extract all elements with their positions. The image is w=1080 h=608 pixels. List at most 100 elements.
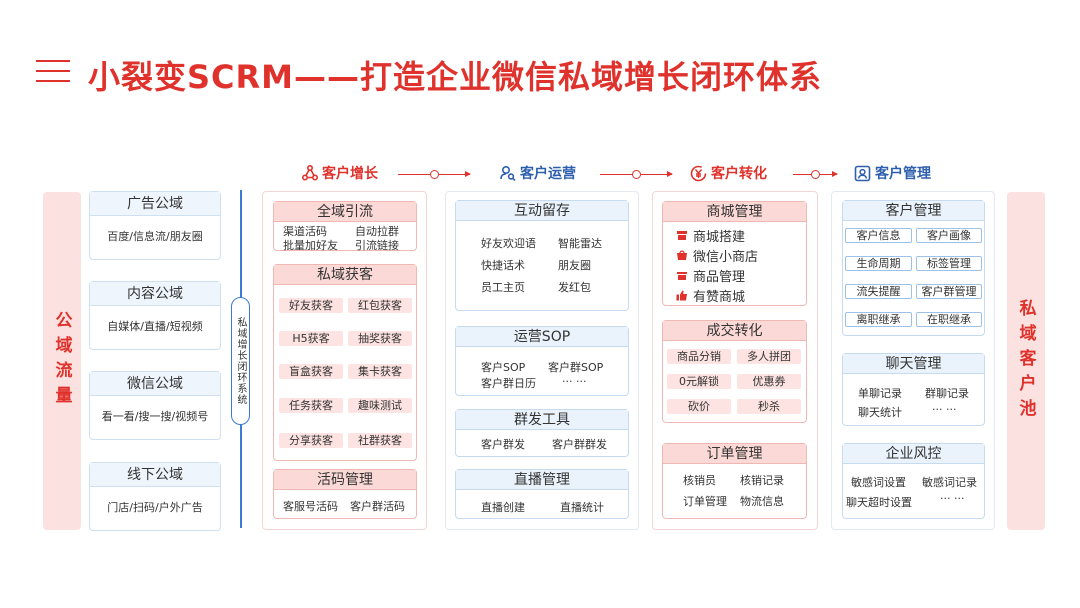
feature-item: 客户SOP bbox=[481, 361, 526, 374]
live-section: 直播管理 bbox=[455, 469, 629, 519]
feature-item: 客户群SOP bbox=[548, 361, 604, 374]
feature-tag: 秒杀 bbox=[737, 399, 801, 414]
mass-send-section: 群发工具 bbox=[455, 409, 629, 457]
shop-bag-icon bbox=[677, 250, 687, 260]
feature-tag: 客户群管理 bbox=[916, 284, 982, 299]
public-domain-offline: 线下公域 门店/扫码/户外广告 bbox=[89, 462, 221, 531]
section-title: 成交转化 bbox=[663, 321, 806, 341]
feature-item: 聊天超时设置 bbox=[846, 496, 912, 509]
menu-icon bbox=[36, 60, 70, 86]
mall-section: 商城管理 bbox=[662, 201, 807, 306]
feature-tag: 分享获客 bbox=[279, 433, 343, 448]
feature-tag: 好友获客 bbox=[279, 298, 343, 313]
feature-tag: 趣味测试 bbox=[348, 398, 412, 413]
feature-item: 引流链接 bbox=[355, 239, 399, 252]
connector bbox=[398, 170, 471, 179]
feature-tag: 在职继承 bbox=[916, 312, 982, 327]
feature-tag: 0元解锁 bbox=[667, 374, 731, 389]
yuan-cycle-icon bbox=[690, 165, 707, 181]
public-domain-head: 内容公域 bbox=[90, 282, 220, 306]
sop-section: 运营SOP bbox=[455, 326, 629, 396]
feature-item: 敏感词记录 bbox=[922, 476, 977, 489]
section-title: 企业风控 bbox=[843, 444, 984, 464]
feature-item: 客户群日历 bbox=[481, 377, 536, 390]
feature-tag: H5获客 bbox=[279, 331, 343, 346]
feature-item: 自动拉群 bbox=[355, 225, 399, 238]
feature-item: 批量加好友 bbox=[283, 239, 338, 252]
store-icon bbox=[677, 231, 687, 240]
interaction-section: 互动留存 bbox=[455, 200, 629, 311]
goods-icon bbox=[677, 272, 687, 280]
feature-tag: 集卡获客 bbox=[348, 364, 412, 379]
full-domain-section: 全域引流 bbox=[273, 201, 417, 251]
section-title: 客户管理 bbox=[843, 201, 984, 221]
private-acq-section: 私域获客 bbox=[273, 264, 417, 461]
feature-item: 员工主页 bbox=[481, 281, 525, 294]
feature-item: 订单管理 bbox=[683, 495, 727, 508]
ellipsis: ··· ··· bbox=[940, 492, 965, 505]
stage-growth: 客户增长 bbox=[302, 163, 378, 183]
section-title: 直播管理 bbox=[456, 470, 628, 490]
live-code-section: 活码管理 bbox=[273, 469, 417, 519]
section-title: 活码管理 bbox=[274, 470, 416, 490]
feature-item: 聊天统计 bbox=[858, 406, 902, 419]
chat-mgmt-section: 聊天管理 bbox=[842, 353, 985, 426]
page-title: 小裂变SCRM——打造企业微信私域增长闭环体系 bbox=[88, 58, 823, 96]
stage-management: 客户管理 bbox=[854, 163, 931, 183]
feature-item: 客户群发 bbox=[481, 438, 525, 451]
feature-tag: 商品分销 bbox=[667, 349, 731, 364]
risk-control-section: 企业风控 bbox=[842, 443, 985, 519]
public-domain-body: 自媒体/直播/短视频 bbox=[107, 320, 203, 333]
section-title: 订单管理 bbox=[663, 444, 806, 464]
feature-tag: 砍价 bbox=[667, 399, 731, 414]
public-domain-body: 门店/扫码/户外广告 bbox=[107, 501, 203, 514]
public-domain-body: 百度/信息流/朋友圈 bbox=[107, 230, 203, 243]
mall-item: 有赞商城 bbox=[676, 286, 745, 305]
section-title: 私域获客 bbox=[274, 265, 416, 285]
feature-tag: 标签管理 bbox=[916, 256, 982, 271]
public-domain-wechat: 微信公域 看一看/搜一搜/视频号 bbox=[89, 371, 221, 440]
section-title: 商城管理 bbox=[663, 202, 806, 222]
stage-operation: 客户运营 bbox=[500, 163, 576, 183]
feature-tag: 客户信息 bbox=[845, 228, 912, 243]
feature-tag: 盲盒获客 bbox=[279, 364, 343, 379]
feature-item: 渠道活码 bbox=[283, 225, 327, 238]
private-pool-bar: 私域客户池 bbox=[1007, 192, 1045, 530]
ellipsis: ··· ··· bbox=[562, 375, 587, 388]
mall-item: 商城搭建 bbox=[676, 226, 745, 245]
feature-tag: 抽奖获客 bbox=[348, 331, 412, 346]
section-title: 互动留存 bbox=[456, 201, 628, 221]
feature-item: 智能雷达 bbox=[558, 237, 602, 250]
public-domain-head: 微信公域 bbox=[90, 372, 220, 396]
public-traffic-bar: 公域流量 bbox=[43, 192, 81, 530]
user-search-icon bbox=[500, 165, 516, 181]
public-domain-content: 内容公域 自媒体/直播/短视频 bbox=[89, 281, 221, 350]
connector bbox=[600, 170, 673, 179]
feature-item: 好友欢迎语 bbox=[481, 237, 536, 250]
feature-item: 快捷话术 bbox=[481, 259, 525, 272]
closed-loop-pill: 私域增长闭环系统 bbox=[231, 297, 250, 425]
feature-tag: 生命周期 bbox=[845, 256, 912, 271]
thumbs-up-icon bbox=[676, 290, 687, 301]
feature-item: 直播统计 bbox=[560, 501, 604, 514]
feature-tag: 任务获客 bbox=[279, 398, 343, 413]
order-section: 订单管理 bbox=[662, 443, 807, 519]
public-domain-head: 线下公域 bbox=[90, 463, 220, 487]
feature-item: 客服号活码 bbox=[283, 500, 338, 513]
feature-item: 群聊记录 bbox=[925, 387, 969, 400]
feature-tag: 离职继承 bbox=[845, 312, 912, 327]
feature-item: 敏感词设置 bbox=[851, 476, 906, 489]
section-title: 全域引流 bbox=[274, 202, 416, 222]
feature-tag: 客户画像 bbox=[916, 228, 982, 243]
feature-tag: 优惠券 bbox=[737, 374, 801, 389]
user-card-icon bbox=[854, 165, 871, 181]
section-title: 群发工具 bbox=[456, 410, 628, 430]
feature-item: 客户群活码 bbox=[350, 500, 405, 513]
feature-item: 单聊记录 bbox=[858, 387, 902, 400]
feature-item: 客户群群发 bbox=[552, 438, 607, 451]
public-domain-ad: 广告公域 百度/信息流/朋友圈 bbox=[89, 191, 221, 260]
stage-conversion: 客户转化 bbox=[690, 163, 767, 183]
feature-tag: 流失提醒 bbox=[845, 284, 912, 299]
feature-item: 直播创建 bbox=[481, 501, 525, 514]
feature-item: 发红包 bbox=[558, 281, 591, 294]
